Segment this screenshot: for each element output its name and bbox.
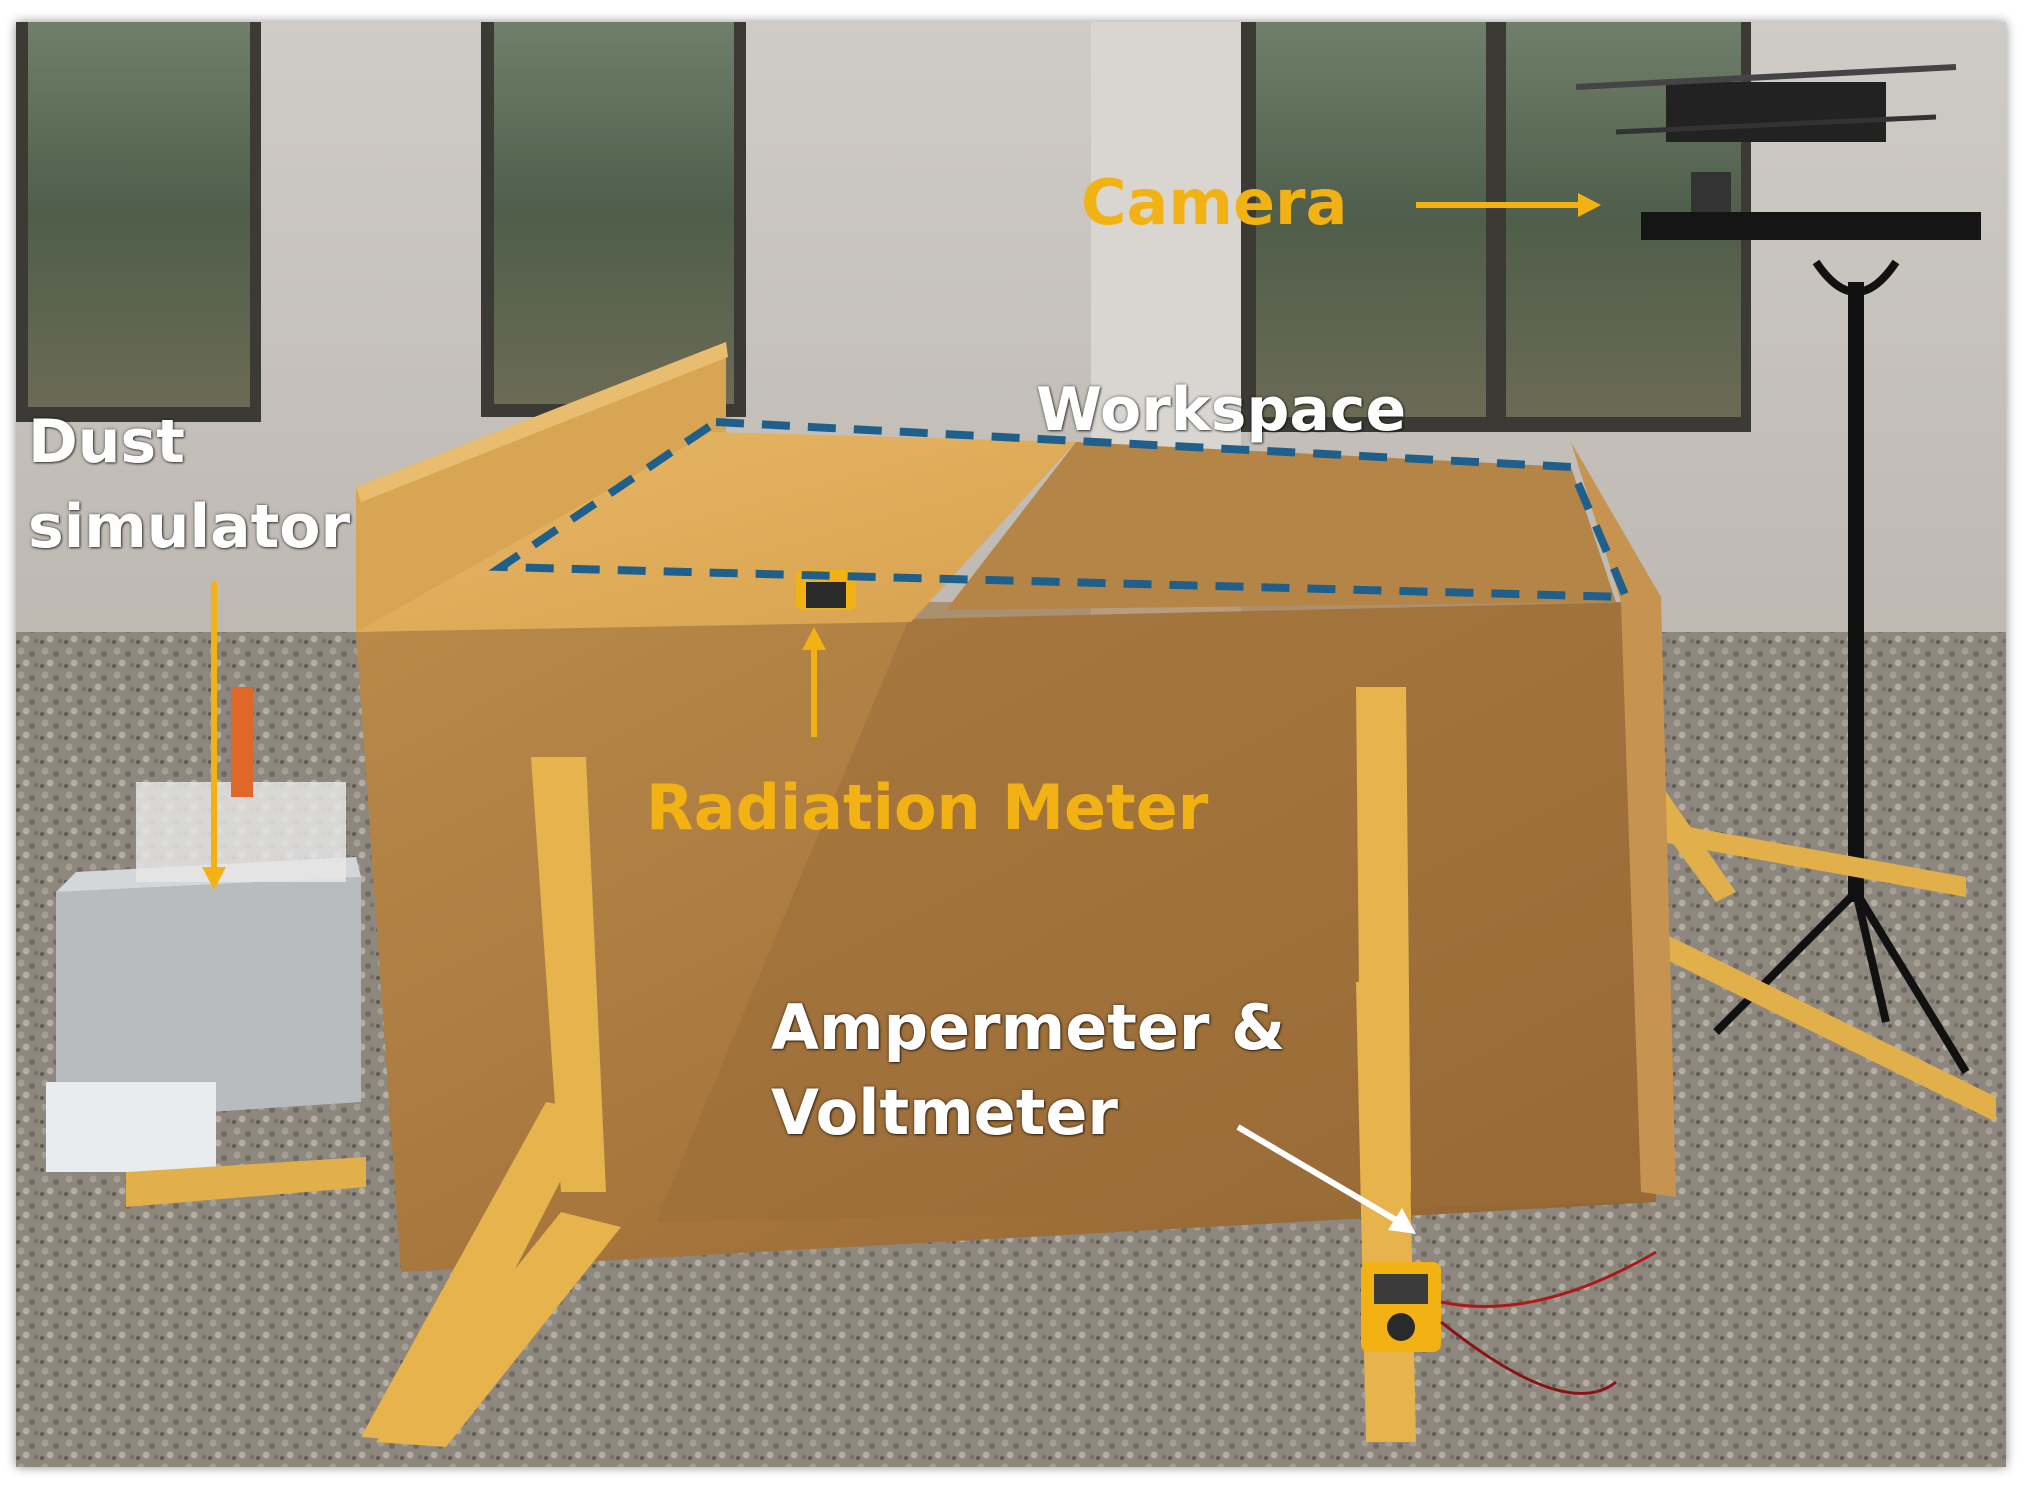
arrow-dust-simulator	[202, 582, 226, 890]
workspace-outline	[488, 417, 1633, 602]
wooden-frame-right	[1646, 792, 1996, 1122]
dust-simulator-label-line1: Dust	[28, 407, 185, 477]
arrow-radiation-meter	[802, 627, 826, 737]
setup-photo	[16, 22, 2006, 1467]
multimeter-device	[1361, 1250, 1657, 1395]
arrow-camera	[1416, 193, 1601, 217]
wooden-legs	[361, 687, 1416, 1447]
ampermeter-label-line1: Ampermeter &	[771, 991, 1286, 1064]
camera-label: Camera	[1081, 166, 1348, 239]
radiation-meter-device	[796, 570, 856, 610]
radiation-meter-label: Radiation Meter	[646, 771, 1209, 844]
photo-frame: Camera Workspace Dust simulator Radiatio…	[16, 22, 2006, 1467]
building-windows	[16, 22, 1751, 432]
drone	[1575, 64, 1981, 240]
workspace-label: Workspace	[1036, 375, 1407, 445]
camera-tripod	[1713, 259, 1970, 1075]
voltmeter-label-line2: Voltmeter	[771, 1076, 1118, 1149]
dust-simulator-label-line2: simulator	[28, 492, 351, 562]
dust-simulator	[46, 687, 366, 1207]
arrow-ampermeter	[1236, 1124, 1416, 1234]
